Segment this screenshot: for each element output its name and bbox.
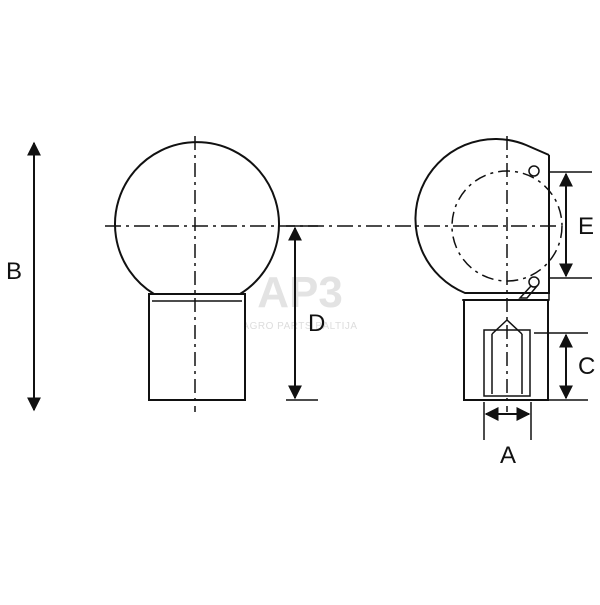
dimension-e: E [549,171,594,279]
dimension-d: D [286,225,325,401]
ball-outline-side [414,137,550,294]
label-c: C [578,353,595,380]
label-b: B [6,258,22,285]
spring-eye-top [528,165,540,177]
dimension-c: C [534,332,595,401]
dimension-b: B [6,141,41,412]
ball-outline-front [114,141,280,295]
label-e: E [578,213,594,240]
shank-front [148,293,246,401]
watermark-logo: AP3 [257,268,343,317]
spring-eye-bottom [528,276,540,288]
spring-clip [518,285,538,299]
dimension-a: A [483,402,532,469]
watermark-tagline: AGRO PARTS BALTIJA [242,321,357,332]
label-a: A [500,442,516,469]
label-d: D [308,310,325,337]
front-view [114,141,280,401]
side-view [414,137,563,401]
shank-side [463,299,549,401]
